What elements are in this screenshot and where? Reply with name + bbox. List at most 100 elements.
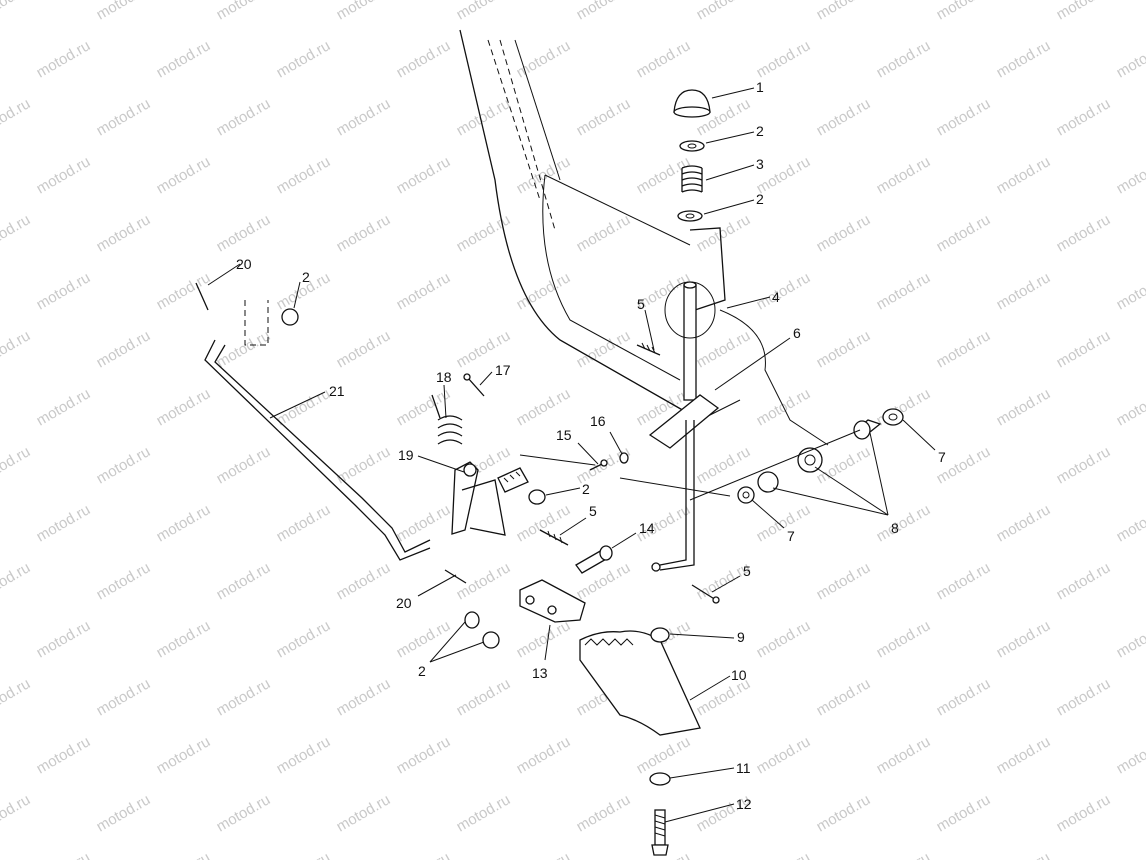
callout-16: 16 xyxy=(590,413,606,429)
washer-part-2e xyxy=(281,308,299,326)
watermark-text: motod.ru xyxy=(1114,37,1146,81)
watermark-text: motod.ru xyxy=(574,0,634,23)
watermark-text: motod.ru xyxy=(934,327,994,371)
watermark-text: motod.ru xyxy=(814,559,874,603)
watermark-text: motod.ru xyxy=(1054,0,1114,23)
watermark-text: motod.ru xyxy=(154,617,214,661)
watermark-text: motod.ru xyxy=(874,501,934,545)
watermark-text: motod.ru xyxy=(0,443,33,487)
callout-17: 17 xyxy=(495,362,511,378)
callout-7: 7 xyxy=(787,528,795,544)
watermark-text: motod.ru xyxy=(934,791,994,835)
watermark-text: motod.ru xyxy=(274,617,334,661)
screw-part-15 xyxy=(589,459,608,471)
washer-part-2d2 xyxy=(482,631,500,649)
washer-part-2a xyxy=(679,140,705,152)
pin-part-17 xyxy=(463,373,485,397)
watermark-text: motod.ru xyxy=(394,733,454,777)
vertical-shaft-assembly xyxy=(648,89,720,572)
callout-1: 1 xyxy=(756,79,764,95)
watermark-text: motod.ru xyxy=(34,37,94,81)
washer-part-11 xyxy=(649,772,671,786)
watermark-text: motod.ru xyxy=(934,95,994,139)
watermark-text: motod.ru xyxy=(394,849,454,860)
watermark-text: motod.ru xyxy=(1054,559,1114,603)
callout-2: 2 xyxy=(302,269,310,285)
watermark-text: motod.ru xyxy=(94,675,154,719)
cap-part-1 xyxy=(673,89,711,113)
watermark-text: motod.ru xyxy=(514,385,574,429)
watermark-text: motod.ru xyxy=(574,95,634,139)
pedal-pad-part-10 xyxy=(579,630,701,736)
callout-5: 5 xyxy=(743,563,751,579)
watermark-text: motod.ru xyxy=(214,675,274,719)
watermark-text: motod.ru xyxy=(94,559,154,603)
spring-part-3 xyxy=(681,165,703,193)
watermark-text: motod.ru xyxy=(754,501,814,545)
watermark-text: motod.ru xyxy=(514,269,574,313)
callout-labels: 1 2 3 2 4 5 6 7 8 7 16 15 2 5 14 5 9 10 … xyxy=(236,79,946,812)
watermark-text: motod.ru xyxy=(394,269,454,313)
watermark-text: motod.ru xyxy=(994,37,1054,81)
watermark-text: motod.ru xyxy=(154,501,214,545)
watermark-text: motod.ru xyxy=(634,37,694,81)
callout-13: 13 xyxy=(532,665,548,681)
watermark-text: motod.ru xyxy=(1114,617,1146,661)
watermark-text: motod.ru xyxy=(574,791,634,835)
watermark-text: motod.ru xyxy=(994,153,1054,197)
watermark-text: motod.ru xyxy=(34,849,94,860)
bushing-group xyxy=(737,408,904,504)
washer-part-7a xyxy=(882,408,904,426)
watermark-text: motod.ru xyxy=(214,791,274,835)
watermark-text: motod.ru xyxy=(334,675,394,719)
callout-2: 2 xyxy=(756,123,764,139)
watermark-text: motod.ru xyxy=(634,733,694,777)
callout-11: 11 xyxy=(736,760,751,776)
watermark-text: motod.ru xyxy=(514,617,574,661)
watermark-text: motod.ru xyxy=(514,501,574,545)
callout-6: 6 xyxy=(793,325,801,341)
watermark-text: motod.ru xyxy=(214,559,274,603)
watermark-text: motod.ru xyxy=(934,675,994,719)
watermark-text: motod.ru xyxy=(394,153,454,197)
watermark-text: motod.ru xyxy=(94,791,154,835)
callout-2: 2 xyxy=(756,191,764,207)
pin-part-20a xyxy=(195,282,209,311)
watermark-text: motod.ru xyxy=(34,733,94,777)
watermark-text: motod.ru xyxy=(814,327,874,371)
callout-2: 2 xyxy=(418,663,426,679)
watermark-text: motod.ru xyxy=(514,733,574,777)
watermark-text: motod.ru xyxy=(1054,791,1114,835)
pedal-arm-part-19 xyxy=(451,461,529,536)
watermark-text: motod.ru xyxy=(994,501,1054,545)
callout-5: 5 xyxy=(637,296,645,312)
watermark-text: motod.ru xyxy=(994,617,1054,661)
bolt-part-5b xyxy=(539,529,569,546)
watermark-text: motod.ru xyxy=(94,95,154,139)
watermark-text: motod.ru xyxy=(994,733,1054,777)
bushing-part-8b xyxy=(797,447,823,473)
nut-part-9 xyxy=(650,627,670,643)
watermark-text: motod.ru xyxy=(334,211,394,255)
callout-20: 20 xyxy=(236,256,252,272)
bushing-part-8a xyxy=(853,420,871,440)
watermark-text: motod.ru xyxy=(694,0,754,23)
watermark-text: motod.ru xyxy=(874,385,934,429)
watermark-text: motod.ru xyxy=(574,211,634,255)
watermark-text: motod.ru xyxy=(274,733,334,777)
bolt-part-12 xyxy=(651,809,669,856)
callout-8: 8 xyxy=(891,520,899,536)
watermark-text: motod.ru xyxy=(154,733,214,777)
watermark-text: motod.ru xyxy=(0,211,33,255)
watermark-text: motod.ru xyxy=(334,791,394,835)
bolt-part-5a xyxy=(636,342,661,356)
leader-lines xyxy=(207,87,936,823)
callout-19: 19 xyxy=(398,447,414,463)
watermark-text: motod.ru xyxy=(754,37,814,81)
watermark-text: motod.ru xyxy=(814,0,874,23)
watermark-text: motod.ru xyxy=(1114,269,1146,313)
watermark-text: motod.ru xyxy=(334,95,394,139)
watermark-text: motod.ru xyxy=(874,37,934,81)
watermark-text: motod.ru xyxy=(514,37,574,81)
watermark-text: motod.ru xyxy=(454,791,514,835)
